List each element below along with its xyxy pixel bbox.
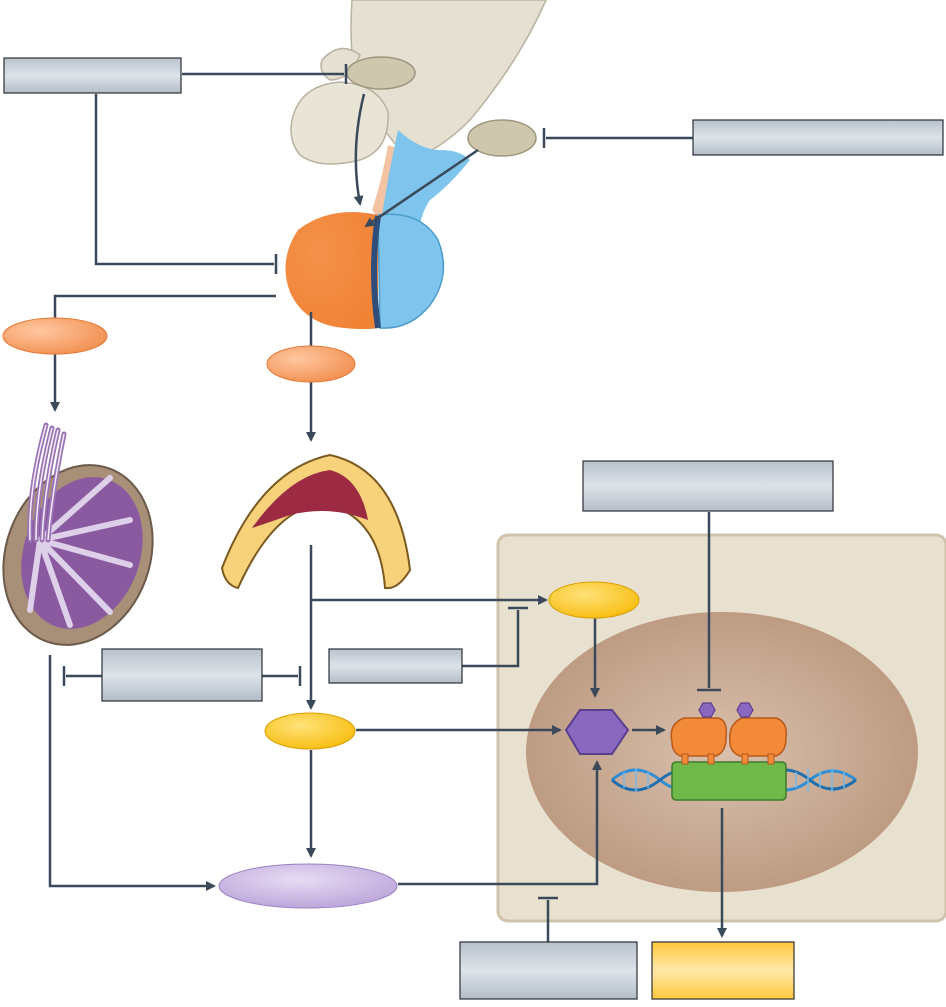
hypothalamus-pituitary [285, 0, 547, 329]
ellipse-cell-yellow [548, 581, 640, 619]
ellipse-center-yellow [264, 712, 356, 750]
arrow-nucleus-to-pituitary [353, 93, 366, 206]
label-box-bottom-left [459, 941, 638, 1000]
arrow-testis-to-purple [48, 655, 216, 891]
label-box-top-right [692, 119, 944, 156]
inhibit-line-center-box [462, 610, 520, 668]
ellipse-mid-orange [266, 345, 356, 383]
connectors [48, 64, 727, 942]
gene-segment [671, 761, 787, 801]
label-box-center [328, 648, 463, 684]
output-box-bottom-right [651, 941, 795, 1000]
ellipse-bottom-purple [218, 863, 398, 909]
crescent-organ-illustration [220, 453, 412, 590]
receptor-hexagon [564, 709, 630, 755]
label-box-top-left [3, 57, 182, 94]
testis-illustration [2, 422, 154, 646]
inhibit-line-pituitary [94, 94, 274, 266]
label-box-mid-right [582, 460, 834, 512]
arrow-right-nucleus-to-pituitary [364, 148, 479, 228]
label-box-mid-left [101, 648, 263, 702]
hypothalamic-nucleus-right [467, 119, 537, 157]
line-pituitary-to-left [53, 294, 276, 318]
receptor-dimer [670, 702, 788, 765]
ellipse-left-orange [2, 317, 108, 355]
hypothalamic-nucleus-upper [346, 56, 416, 90]
arrow-purple-to-receptor [398, 760, 602, 886]
